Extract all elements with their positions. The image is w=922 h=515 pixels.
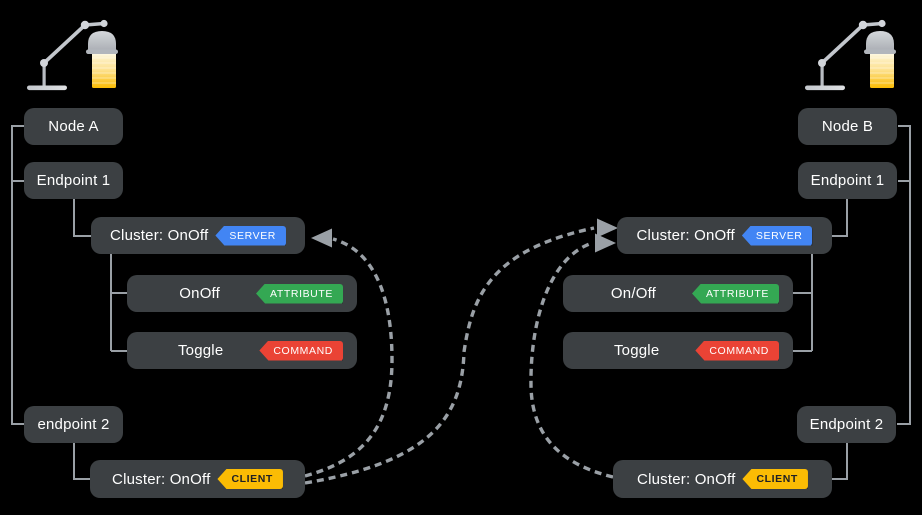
attribute-badge: ATTRIBUTE — [692, 283, 779, 304]
node-b-command-label: Toggle — [613, 342, 660, 359]
desk-lamp-icon-right — [803, 18, 898, 92]
binding-curve-clientB-serverB — [529, 241, 614, 479]
command-badge: COMMAND — [259, 340, 343, 361]
client-badge: CLIENT — [217, 469, 283, 489]
server-badge: SERVER — [741, 225, 813, 246]
command-badge: COMMAND — [695, 340, 779, 361]
client-badge: CLIENT — [742, 469, 808, 489]
binding-curve-clientA-serverB — [304, 226, 595, 485]
node-a-command-box: Toggle COMMAND — [127, 332, 357, 369]
node-a-client-cluster-label: Cluster: OnOff — [112, 470, 211, 488]
node-b-client-cluster-box: Cluster: OnOff CLIENT — [613, 460, 832, 498]
node-a-attribute-label: OnOff — [179, 285, 221, 302]
node-b-server-cluster-label: Cluster: OnOff — [636, 227, 735, 244]
arrowhead-right-server-upper — [597, 218, 618, 238]
tree-connectors-left — [11, 125, 127, 480]
node-a-endpoint1-label: Endpoint 1 — [36, 172, 111, 189]
node-b-box: Node B — [798, 108, 897, 145]
node-a-client-cluster-box: Cluster: OnOff CLIENT — [90, 460, 305, 498]
node-b-client-cluster-label: Cluster: OnOff — [637, 470, 736, 488]
tree-connectors-right — [793, 125, 911, 480]
node-a-endpoint2-label: endpoint 2 — [37, 416, 110, 433]
node-b-endpoint1-box: Endpoint 1 — [798, 162, 897, 199]
server-badge: SERVER — [215, 225, 286, 246]
node-b-command-box: Toggle COMMAND — [563, 332, 793, 369]
node-a-endpoint2-box: endpoint 2 — [24, 406, 123, 443]
node-a-attribute-box: OnOff ATTRIBUTE — [127, 275, 357, 312]
binding-curve-clientA-serverA — [304, 237, 394, 478]
desk-lamp-icon-left — [25, 18, 120, 92]
node-b-endpoint2-box: Endpoint 2 — [797, 406, 896, 443]
node-b-endpoint2-label: Endpoint 2 — [809, 416, 884, 433]
node-b-server-cluster-box: Cluster: OnOff SERVER — [617, 217, 832, 254]
node-a-server-cluster-label: Cluster: OnOff — [110, 227, 209, 244]
arrowhead-left-server — [311, 228, 332, 248]
node-a-command-label: Toggle — [177, 342, 224, 359]
arrowhead-right-server-lower — [595, 233, 616, 253]
node-a-label: Node A — [48, 118, 99, 135]
attribute-badge: ATTRIBUTE — [256, 283, 343, 304]
node-a-server-cluster-box: Cluster: OnOff SERVER — [91, 217, 305, 254]
node-a-box: Node A — [24, 108, 123, 145]
node-b-label: Node B — [821, 118, 874, 135]
node-b-attribute-label: On/Off — [610, 285, 657, 302]
node-b-endpoint1-label: Endpoint 1 — [810, 172, 885, 189]
node-a-endpoint1-box: Endpoint 1 — [24, 162, 123, 199]
node-b-attribute-box: On/Off ATTRIBUTE — [563, 275, 793, 312]
